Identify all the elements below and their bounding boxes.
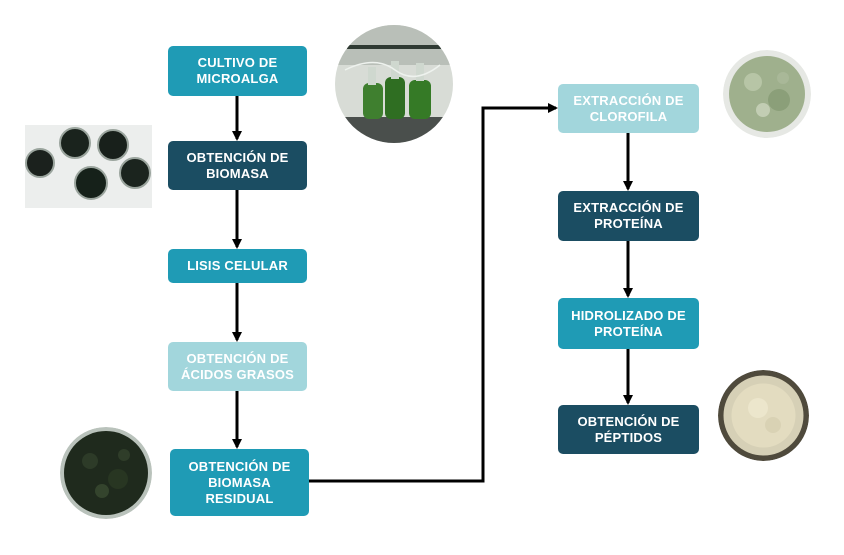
step-obtencion-peptidos: OBTENCIÓN DE PÉPTIDOS bbox=[558, 405, 699, 454]
step-lisis-celular: LISIS CELULAR bbox=[168, 249, 307, 283]
step-extraccion-proteina: EXTRACCIÓN DE PROTEÍNA bbox=[558, 191, 699, 241]
petri-dishes-photo bbox=[25, 125, 152, 208]
step-hidrolizado-proteina: HIDROLIZADO DE PROTEÍNA bbox=[558, 298, 699, 349]
peptide-powder-photo bbox=[718, 370, 809, 461]
flasks-photo bbox=[335, 25, 453, 143]
chlorophyll-powder-photo bbox=[723, 50, 811, 138]
arrow-residual-to-clorofila bbox=[309, 103, 558, 483]
step-extraccion-clorofila: EXTRACCIÓN DE CLOROFILA bbox=[558, 84, 699, 133]
step-cultivo-microalga: CULTIVO DE MICROALGA bbox=[168, 46, 307, 96]
residual-biomass-photo bbox=[60, 427, 152, 519]
step-acidos-grasos: OBTENCIÓN DE ÁCIDOS GRASOS bbox=[168, 342, 307, 391]
step-obtencion-biomasa: OBTENCIÓN DE BIOMASA bbox=[168, 141, 307, 190]
step-biomasa-residual: OBTENCIÓN DE BIOMASA RESIDUAL bbox=[170, 449, 309, 516]
